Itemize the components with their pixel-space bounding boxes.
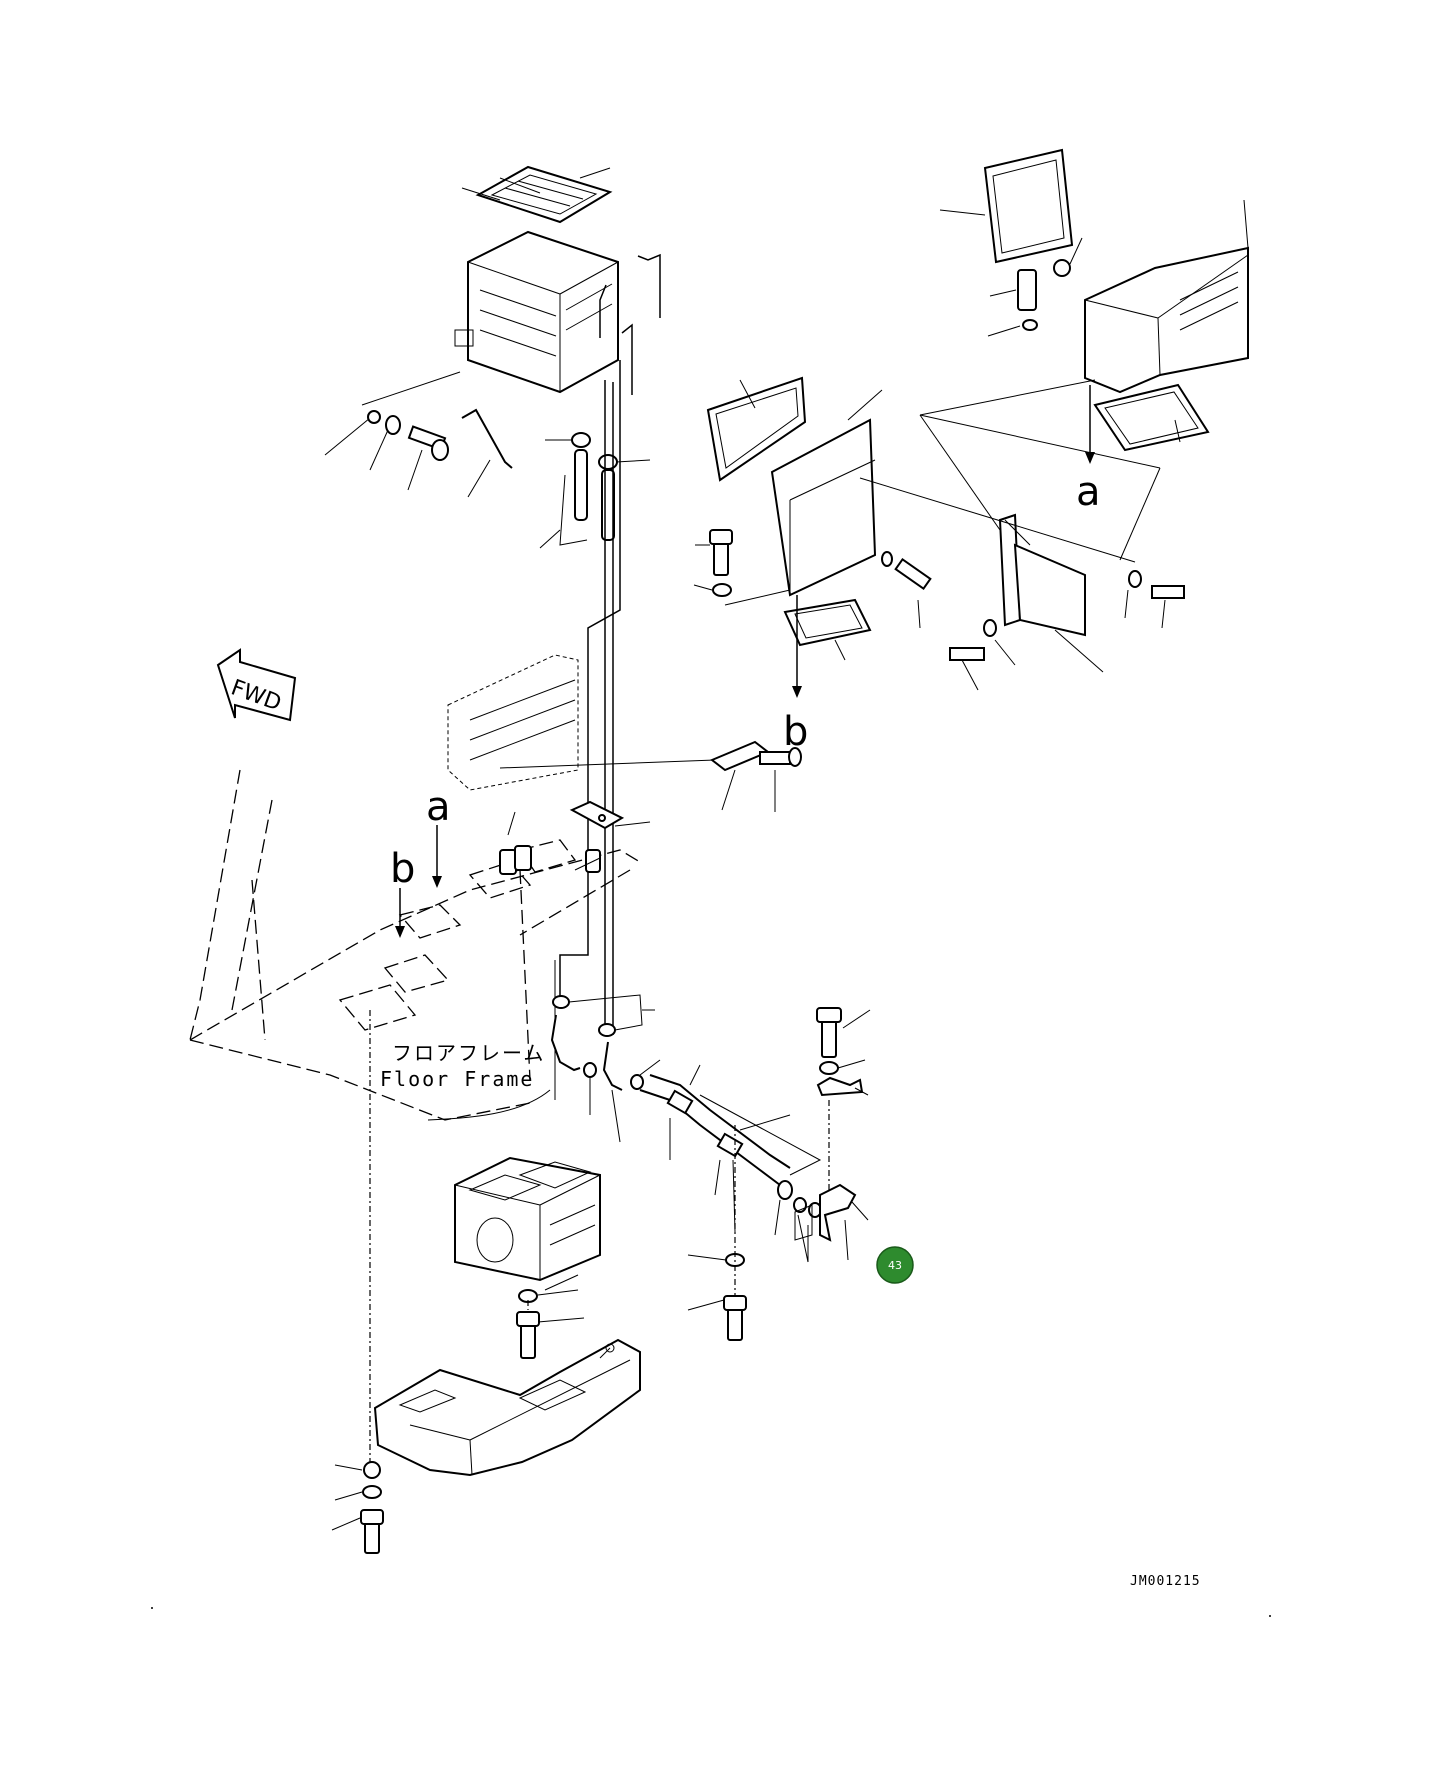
floor-fittings [499,800,651,1100]
pipe-assembly-lower [639,1064,822,1263]
ref-letter-a-top: a [1076,469,1101,515]
bolt-stack-lower-left [516,1289,585,1359]
corner-mark-left [151,1607,153,1609]
leader-lines-upper-left [324,167,611,498]
part-number-badge-label: 43 [888,1259,902,1272]
hoses-lower [550,994,661,1143]
floor-frame-label-en: Floor Frame [380,1067,534,1091]
switch-bracket-middle [710,740,802,812]
ref-letter-a-floor: a [426,784,451,830]
bolts-right-center [693,529,1185,691]
blower-unit-middle [447,654,716,791]
bolt-stack-bottom-left [331,1010,384,1554]
floor-frame-label-jp: フロアフレーム [392,1041,545,1065]
ref-letter-b-floor: b [390,846,415,892]
bolt-stack-lower-center [687,1125,747,1341]
duct-panel-right-center [706,376,1161,698]
bracket-lower-right [816,1007,871,1261]
floor-frame [189,769,641,1121]
hoses-center [539,253,661,1035]
drawing-code: JM001215 [1130,1574,1201,1589]
lower-duct [373,1338,641,1477]
corner-mark-right [1269,1615,1271,1617]
ac-unit-upper [454,165,619,394]
fasteners-upper-left [367,408,513,469]
part-number-badge[interactable]: 43 [876,1246,914,1284]
heater-core-housing [454,1156,601,1291]
floor-frame-label: フロアフレーム Floor Frame [380,1041,551,1121]
forward-arrow: FWD [216,648,297,722]
ref-letter-b-top: b [783,709,808,755]
filter-top-right [939,148,1249,464]
